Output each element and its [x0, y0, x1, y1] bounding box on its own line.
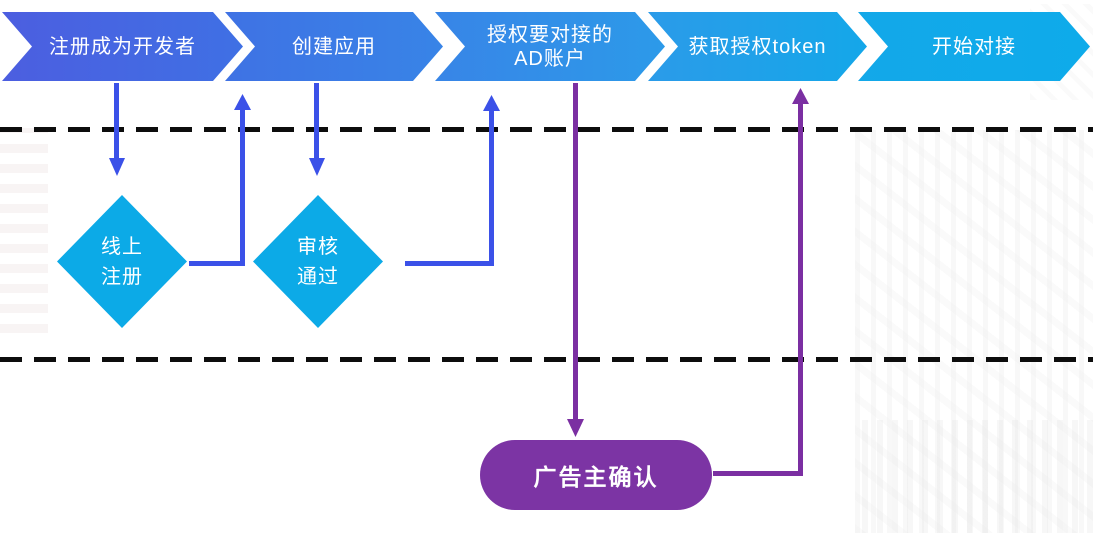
- connector-review-to-authorize: [489, 110, 494, 266]
- connector-confirm-to-token: [713, 471, 803, 476]
- decision-label: 通过: [297, 265, 339, 288]
- arrow-up-icon: [483, 95, 500, 111]
- dashed-divider-top: [0, 127, 1093, 132]
- advertiser-confirm-pill: 广告主确认: [480, 440, 712, 510]
- pill-label: 广告主确认: [533, 464, 659, 490]
- arrow-up-icon: [234, 94, 251, 110]
- connector-online-to-create: [240, 109, 245, 266]
- connector-register-to-online: [114, 83, 119, 160]
- step-chevron-create-app: 创建应用: [225, 12, 443, 81]
- step-chevron-get-token: 获取授权token: [648, 12, 867, 81]
- step-chevron-register-developer: 注册成为开发者: [2, 12, 243, 81]
- background-watermark-building: [855, 130, 1093, 533]
- step-chevron-authorize-ad-account: 授权要对接的 AD账户: [435, 12, 665, 81]
- step-chevron-start-integration: 开始对接: [858, 12, 1090, 81]
- decision-review-passed: 审核 通过: [253, 195, 383, 328]
- arrow-down-icon: [567, 419, 584, 437]
- connector-review-to-authorize: [405, 261, 493, 266]
- arrow-down-icon: [309, 158, 325, 176]
- decision-online-register: 线上 注册: [57, 195, 187, 328]
- connector-online-to-create: [189, 261, 243, 266]
- decision-label: 审核: [297, 235, 339, 258]
- arrow-down-icon: [109, 158, 125, 176]
- connector-create-to-review: [314, 83, 319, 160]
- connector-confirm-to-token: [798, 103, 803, 476]
- step-label: 创建应用: [292, 35, 376, 58]
- step-label: 开始对接: [932, 35, 1016, 58]
- dashed-divider-bottom: [0, 357, 1093, 362]
- decision-label: 线上: [101, 235, 143, 258]
- step-label: 注册成为开发者: [49, 35, 196, 58]
- step-label: 授权要对接的 AD账户: [487, 23, 613, 70]
- arrow-up-icon: [792, 88, 809, 104]
- background-watermark-left-strip: [0, 128, 48, 333]
- background-watermark-slats: [862, 420, 1093, 533]
- step-label: 获取授权token: [688, 35, 827, 58]
- connector-authorize-to-confirm: [573, 83, 578, 420]
- decision-label: 注册: [101, 265, 143, 288]
